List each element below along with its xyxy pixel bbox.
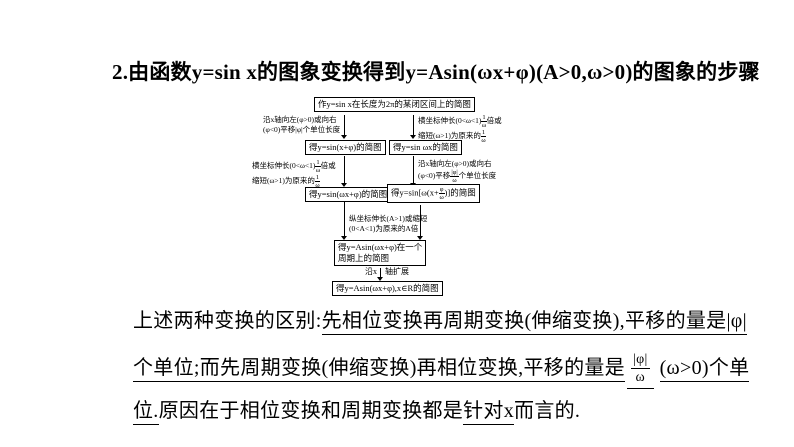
underlined-answer: 针对x bbox=[463, 400, 515, 425]
connector-left-3 bbox=[344, 202, 345, 236]
arrow-down-icon bbox=[341, 236, 347, 240]
fraction-denominator: ω bbox=[315, 182, 320, 189]
annotation-text: 倍或 bbox=[320, 161, 336, 171]
connector-right-3 bbox=[420, 205, 421, 236]
fraction-denominator: ω bbox=[481, 137, 486, 144]
annotation-line: (0<A<1)为原来的A倍 bbox=[349, 224, 419, 233]
annotation-line: 纵坐标伸长(A>1)或缩短 bbox=[349, 214, 428, 223]
expand-label-left: 沿x bbox=[365, 267, 377, 276]
arrow-down-icon bbox=[341, 135, 347, 139]
page-title: 2.由函数y=sin x的图象变换得到y=Asin(ωx+φ)(A>0,ω>0)… bbox=[112, 60, 760, 84]
annotation-text: 横坐标伸长(0<ω<1) bbox=[252, 161, 316, 171]
annotation-text: (φ<0)平移 bbox=[418, 171, 451, 181]
annotation-text: 横坐标伸长(0<ω<1) bbox=[418, 116, 482, 126]
flow-box-sin-omega-x: 得y=sin ωx的简图 bbox=[389, 140, 462, 155]
box-text-line: 得y=Asin(ωx+φ)在一个 bbox=[338, 242, 423, 252]
arrow-down-icon bbox=[410, 135, 416, 139]
flow-box-sin-x-phi: 得y=sin(x+φ)的简图 bbox=[305, 140, 386, 155]
fraction-denominator: ω bbox=[315, 167, 321, 174]
underlined-answer: (ω>0)个单 bbox=[659, 357, 750, 382]
answer-fraction: |φ|ω bbox=[626, 351, 654, 389]
flow-box-final: 得y=Asin(ωx+φ),x∈R的简图 bbox=[332, 281, 443, 296]
box-text: 得y=sin[ω(x+ bbox=[391, 187, 439, 198]
transformation-flowchart: 作y=sin x在长度为2π的某闭区间上的简图 沿x轴向左(φ>0)或向右 (φ… bbox=[250, 88, 610, 306]
fraction: |φ|ω bbox=[450, 169, 459, 184]
connector-left-2 bbox=[344, 156, 345, 183]
annotation-text: 缩短(ω>1)为原来的 bbox=[252, 176, 315, 186]
arrow-down-icon bbox=[417, 236, 423, 240]
flow-box-sin-omega-x-phi: 得y=sin(ωx+φ)的简图 bbox=[305, 187, 392, 202]
annotation-text: 缩短(ω>1)为原来的 bbox=[418, 131, 481, 141]
underlined-answer: 先相位变换再周期变换(伸缩变换),平移的量是|φ| bbox=[321, 310, 747, 335]
paragraph-text: 而言的. bbox=[514, 400, 581, 422]
flow-box-start: 作y=sin x在长度为2π的某闭区间上的简图 bbox=[314, 97, 475, 112]
annotation-line: 沿x轴向左(φ>0)或向右 bbox=[418, 159, 492, 168]
fraction-numerator: 1 bbox=[481, 114, 487, 122]
annotation-text: 倍或 bbox=[486, 116, 502, 126]
annotation-text: 个单位长度 bbox=[458, 171, 497, 181]
fraction-denominator: ω bbox=[452, 177, 457, 184]
annotation-line: (φ<0)平移|φ|个单位长度 bbox=[263, 125, 341, 134]
arrow-down-icon bbox=[341, 183, 347, 187]
annotation-line: 沿x轴向左(φ>0)或向右 bbox=[263, 115, 337, 124]
fraction-numerator: 1 bbox=[314, 174, 321, 182]
connector-left-1 bbox=[344, 115, 345, 136]
fraction-numerator: |φ| bbox=[450, 169, 459, 177]
fraction-denominator: ω bbox=[481, 122, 487, 129]
annotation-phase-shift-1: 沿x轴向左(φ>0)或向右 (φ<0)平移|φ|个单位长度 bbox=[263, 115, 340, 135]
annotation-amplitude-change: 纵坐标伸长(A>1)或缩短 (0<A<1)为原来的A倍 bbox=[349, 214, 427, 234]
box-text: )]的简图 bbox=[444, 187, 476, 198]
underlined-answer: 位. bbox=[133, 400, 159, 425]
connector-right-2 bbox=[413, 156, 414, 183]
paragraph-text: 上述两种变换的区别: bbox=[133, 310, 322, 332]
box-text-line: 周期上的简图 bbox=[338, 253, 390, 263]
underlined-answer: 个单位;而先周期变换(伸缩变换)再相位变换,平移的量是 bbox=[133, 357, 625, 382]
fraction-numerator: 1 bbox=[315, 159, 321, 167]
connector-final bbox=[380, 268, 381, 278]
paragraph-line-1: 上述两种变换的区别:先相位变换再周期变换(伸缩变换),平移的量是|φ| bbox=[133, 304, 747, 335]
paragraph-text: 原因在于相位变换和周期变换都是 bbox=[158, 400, 464, 422]
arrow-down-icon bbox=[377, 277, 383, 281]
fraction-denominator: ω bbox=[439, 194, 444, 201]
fraction-numerator: |φ| bbox=[630, 352, 650, 369]
paragraph-line-2: 个单位;而先周期变换(伸缩变换)再相位变换,平移的量是|φ|ω(ω>0)个单 bbox=[133, 351, 750, 389]
fraction-numerator: 1 bbox=[480, 129, 487, 137]
fraction-denominator: ω bbox=[635, 370, 646, 385]
paragraph-line-3: 位.原因在于相位变换和周期变换都是针对x而言的. bbox=[133, 394, 581, 425]
connector-right-1 bbox=[413, 115, 414, 136]
expand-label-right: 轴扩展 bbox=[385, 267, 409, 276]
flow-box-one-period: 得y=Asin(ωx+φ)在一个 周期上的简图 bbox=[334, 240, 427, 266]
fraction-numerator: φ bbox=[438, 186, 445, 194]
